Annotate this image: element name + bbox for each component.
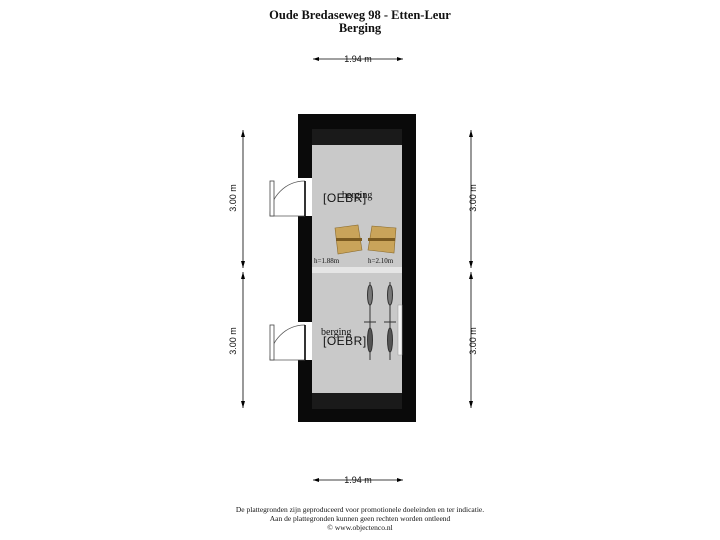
top-dimension-line xyxy=(313,57,403,61)
chair-icon-right xyxy=(367,225,397,254)
lower-room-name: berging xyxy=(321,327,352,338)
bottom-dimension-line xyxy=(313,478,403,482)
bicycle-icon-right xyxy=(384,282,396,360)
right-lower-height-label: 3.00 m xyxy=(468,327,478,355)
upper-room-tag: [OEBR] xyxy=(323,191,367,205)
left-dimension-lines xyxy=(241,130,245,408)
upper-room-name: berging xyxy=(342,190,373,201)
lower-room-tag: [OEBR] xyxy=(323,334,367,348)
right-upper-height-label: 3.00 m xyxy=(468,184,478,212)
bicycle-icon-left xyxy=(364,282,376,360)
upper-room-height-left: h=1.88m xyxy=(314,257,340,265)
upper-door-icon xyxy=(269,180,306,217)
bottom-width-label: 1.94 m xyxy=(344,475,372,485)
lower-door-icon xyxy=(269,324,306,361)
left-upper-height-label: 3.00 m xyxy=(228,184,238,212)
top-width-label: 1.94 m xyxy=(344,54,372,64)
footer-line-3: © www.objectenco.nl xyxy=(327,523,393,532)
wall-rack-icon xyxy=(397,304,403,356)
footer-line-2: Aan de plattegronden kunnen geen rechten… xyxy=(269,514,451,523)
right-dimension-lines xyxy=(469,130,473,408)
footer-line-1: De plattegronden zijn geproduceerd voor … xyxy=(235,505,485,514)
upper-room-height-right: h=2.10m xyxy=(368,257,394,265)
lower-room-floor xyxy=(312,273,402,393)
page-subtitle: Berging xyxy=(338,21,382,35)
footer-disclaimer: De plattegronden zijn geproduceerd voor … xyxy=(0,505,720,532)
left-lower-height-label: 3.00 m xyxy=(228,327,238,355)
room-divider xyxy=(312,267,402,273)
page-title: Oude Bredaseweg 98 - Etten-Leur xyxy=(269,8,451,22)
chair-icon-left xyxy=(334,224,363,255)
